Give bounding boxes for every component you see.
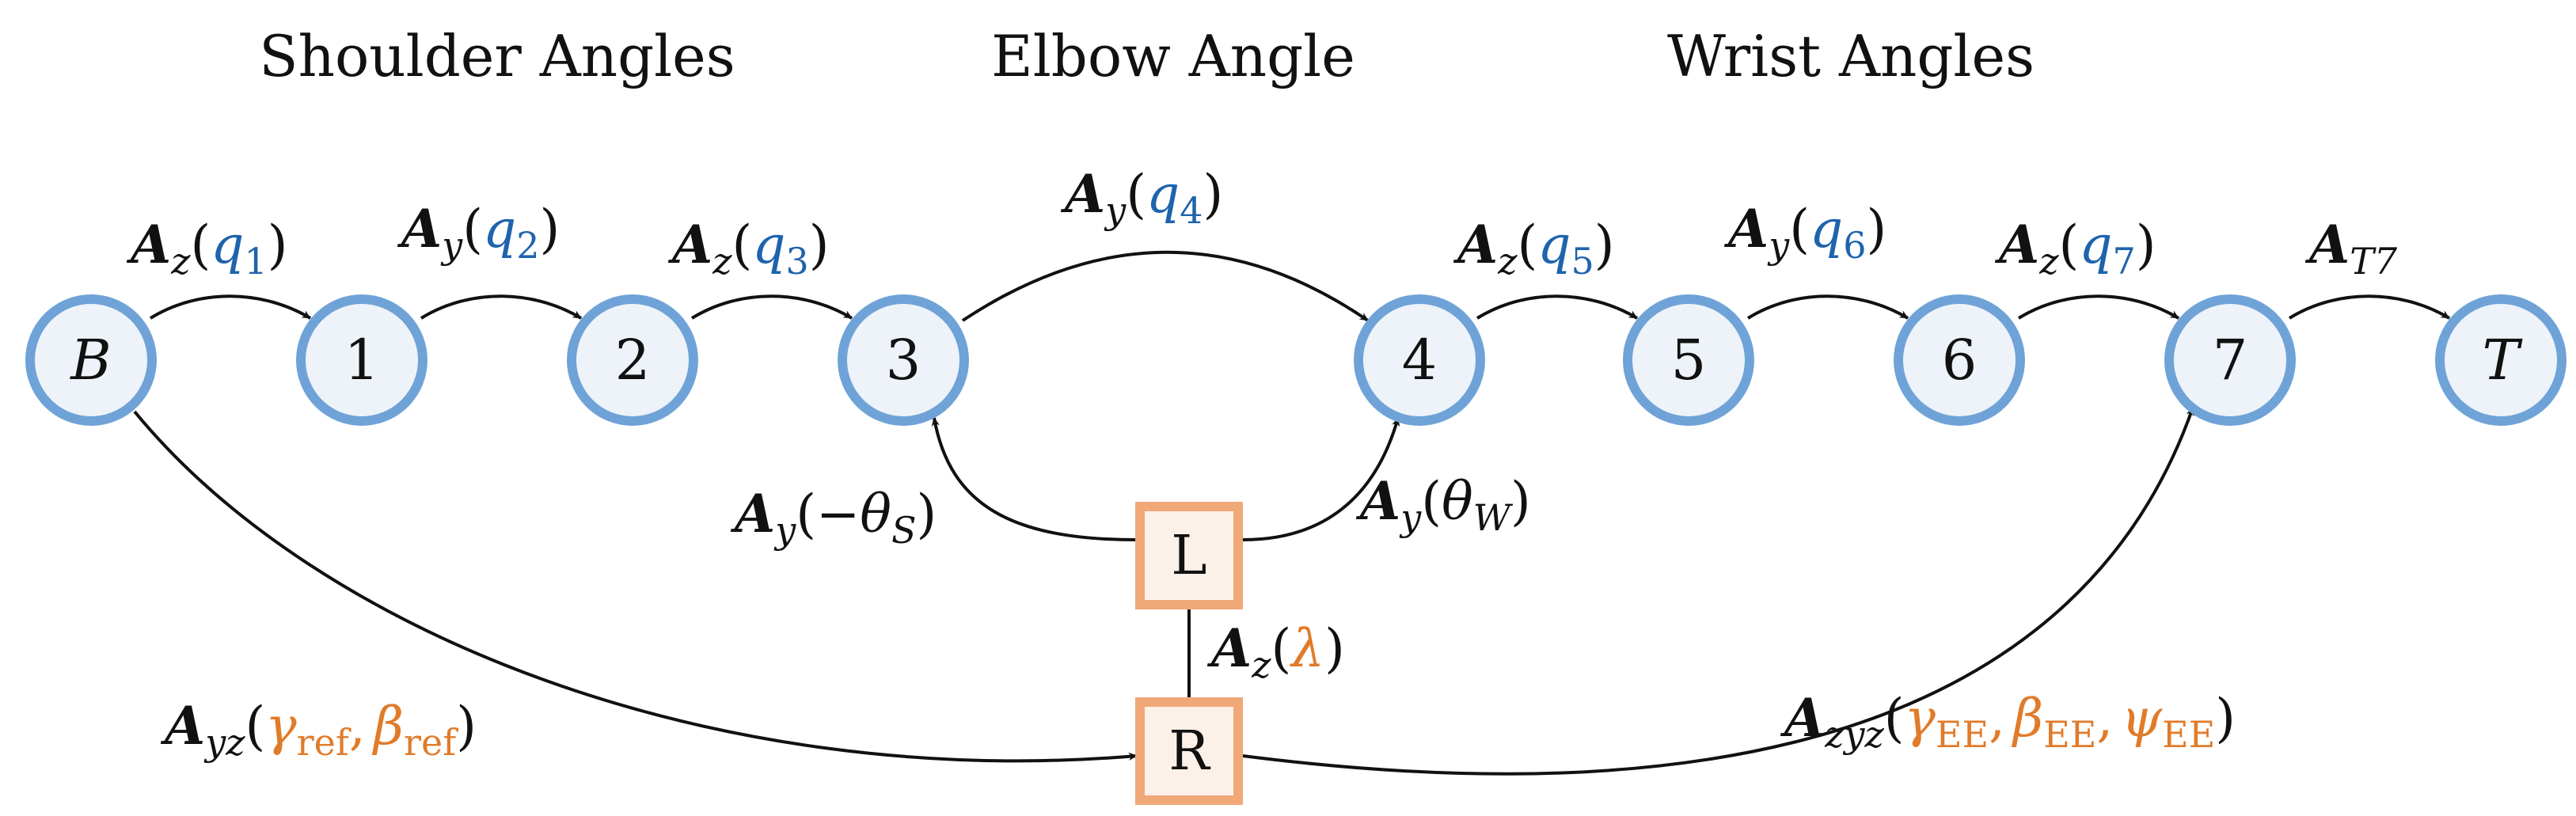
node-3-label: 3 [886, 328, 921, 393]
edge-6-7 [2017, 294, 2180, 320]
node-3: 3 [838, 294, 969, 426]
edges [133, 250, 2451, 776]
edge-7-t [2288, 294, 2451, 320]
label-b-1: Az(q1) [126, 214, 288, 283]
edge-3-4 [961, 250, 1370, 322]
node-7-label: 7 [2213, 328, 2248, 393]
edge-b-1 [149, 294, 312, 320]
edge-1-2 [420, 294, 583, 320]
edge-4-5 [1476, 294, 1639, 320]
label-l-3: Ay(−θS) [730, 483, 937, 552]
node-t: T [2435, 294, 2567, 426]
edge-r-7 [1242, 407, 2194, 776]
node-2-label: 2 [615, 328, 651, 393]
frame-boxes: L R [1135, 502, 1243, 805]
edge-b-r [133, 410, 1138, 763]
box-l: L [1135, 502, 1243, 609]
label-6-7: Az(q7) [1994, 214, 2156, 283]
label-4-5: Az(q5) [1453, 214, 1615, 283]
label-r-7: Azyz(γEE,βEE,ψEE) [1780, 687, 2236, 756]
joint-nodes: B 1 2 3 4 5 6 7 [25, 294, 2567, 426]
node-b: B [25, 294, 157, 426]
box-l-label: L [1171, 525, 1206, 587]
header-shoulder-angles: Shoulder Angles [259, 23, 735, 89]
label-2-3: Az(q3) [667, 214, 830, 283]
box-r: R [1135, 697, 1243, 805]
box-r-label: R [1168, 720, 1210, 783]
label-7-t: AT7 [2304, 214, 2398, 283]
label-b-r: Ayz(γref,βref) [160, 695, 477, 764]
node-1-label: 1 [344, 328, 380, 393]
edge-l-4 [1242, 417, 1400, 541]
label-l-4: Ay(θW) [1355, 470, 1531, 539]
label-r-l: Az(λ) [1206, 617, 1345, 686]
node-6: 6 [1894, 294, 2025, 426]
label-1-2: Ay(q2) [397, 198, 560, 267]
node-7: 7 [2164, 294, 2296, 426]
edge-l-3 [931, 417, 1138, 541]
node-4-label: 4 [1402, 328, 1438, 393]
node-2: 2 [567, 294, 698, 426]
edge-5-6 [1746, 294, 1909, 320]
node-1: 1 [296, 294, 427, 426]
edge-2-3 [690, 294, 853, 320]
header-wrist-angles: Wrist Angles [1667, 23, 2035, 89]
node-t-label: T [2483, 328, 2523, 393]
node-5-label: 5 [1671, 328, 1707, 393]
node-5: 5 [1623, 294, 1754, 426]
header-elbow-angle: Elbow Angle [991, 23, 1355, 89]
label-3-4: Ay(q4) [1060, 163, 1223, 232]
node-b-label: B [69, 328, 111, 393]
node-6-label: 6 [1942, 328, 1978, 393]
label-5-6: Ay(q6) [1723, 198, 1886, 267]
edge-labels: Az(q1) Ay(q2) Az(q3) Ay(q4) Az(q5) Ay(q6… [126, 163, 2398, 764]
node-4: 4 [1354, 294, 1485, 426]
